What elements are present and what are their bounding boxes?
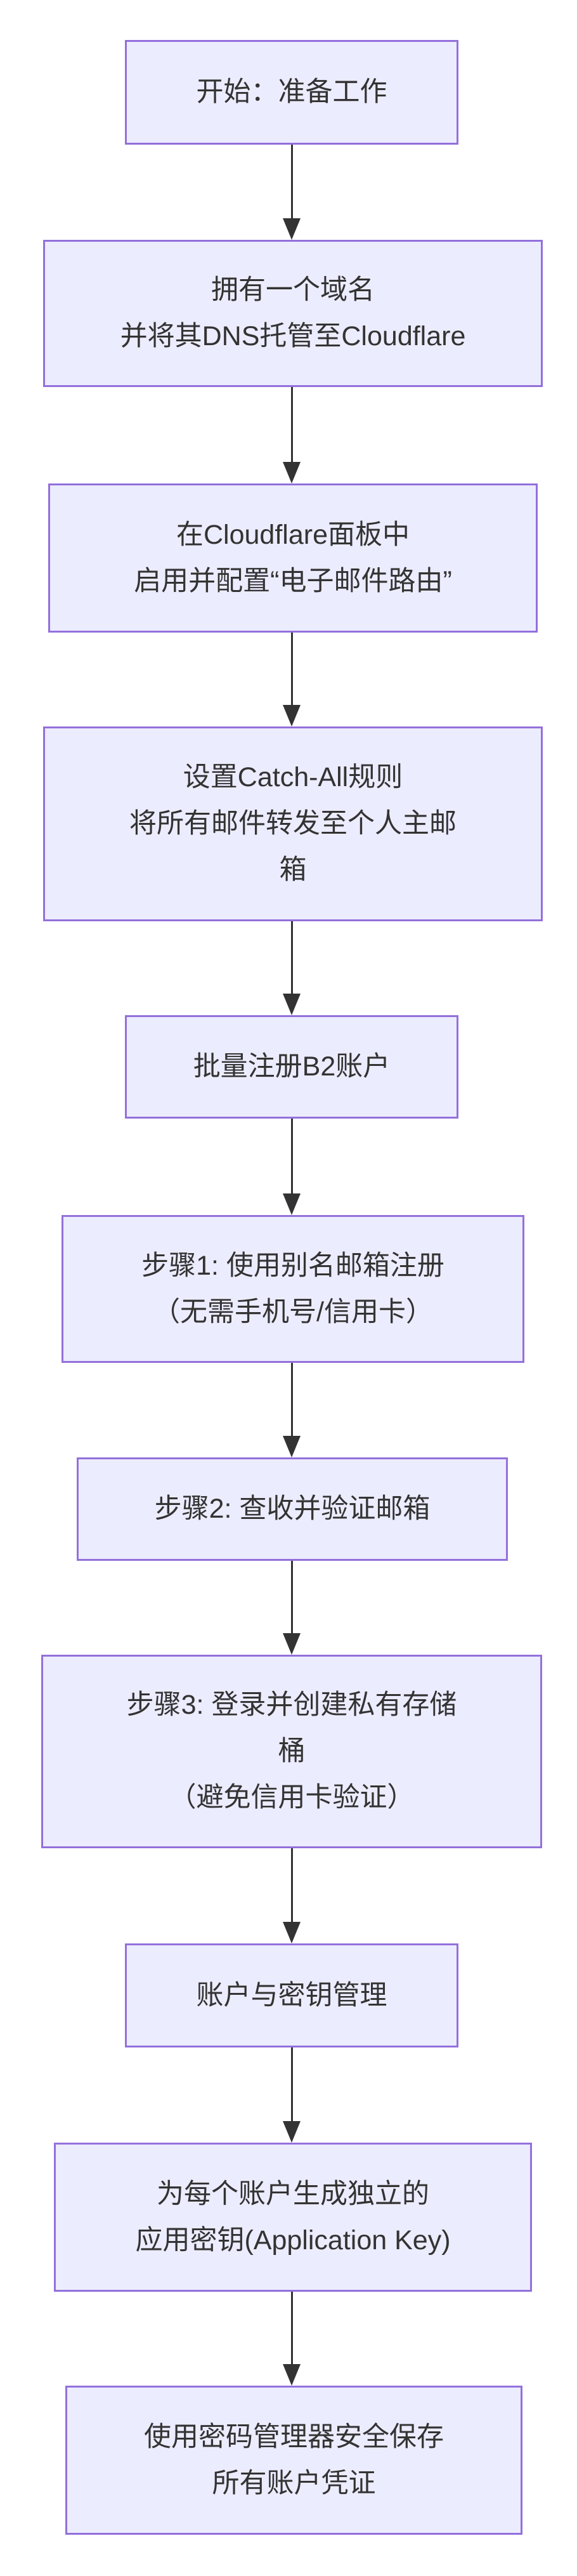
arrowhead-icon bbox=[283, 1193, 301, 1215]
arrow-shaft bbox=[290, 633, 293, 705]
arrowhead-icon bbox=[283, 1633, 301, 1655]
arrow-shaft bbox=[290, 2292, 293, 2364]
arrow-down-icon bbox=[282, 1561, 301, 1655]
arrow-down-icon bbox=[282, 921, 301, 1015]
node-text-line: 设置Catch-All规则 bbox=[183, 762, 403, 792]
node-text-line: 步骤3: 登录并创建私有存储 bbox=[126, 1690, 457, 1720]
node-text-line: 将所有邮件转发至个人主邮 bbox=[129, 808, 457, 839]
node-text-line: 启用并配置“电子邮件路由” bbox=[134, 565, 452, 596]
node-text-line: （避免信用卡验证） bbox=[169, 1782, 415, 1813]
node-text-line: 所有账户凭证 bbox=[212, 2468, 376, 2499]
arrow-down-icon bbox=[282, 1119, 301, 1215]
arrow-shaft bbox=[290, 387, 293, 462]
arrow-down-icon bbox=[282, 1848, 301, 1943]
node-text-line: （无需手机号/信用卡） bbox=[153, 1296, 433, 1327]
flow-node-generate-app-keys: 为每个账户生成独立的 应用密钥(Application Key) bbox=[54, 2143, 532, 2292]
flow-node-email-routing: 在Cloudflare面板中 启用并配置“电子邮件路由” bbox=[48, 483, 538, 633]
node-text-line: 并将其DNS托管至Cloudflare bbox=[120, 321, 466, 352]
arrowhead-icon bbox=[283, 462, 301, 483]
arrowhead-icon bbox=[283, 2364, 301, 2386]
node-text-line: 批量注册B2账户 bbox=[193, 1051, 391, 1082]
node-text-line: 账户与密钥管理 bbox=[196, 1980, 387, 2011]
flow-node-step3-create-bucket: 步骤3: 登录并创建私有存储 桶 （避免信用卡验证） bbox=[41, 1655, 542, 1848]
arrow-down-icon bbox=[282, 1363, 301, 1457]
arrow-shaft bbox=[290, 2047, 293, 2121]
node-text-line: 拥有一个域名 bbox=[211, 275, 375, 305]
arrow-shaft bbox=[290, 921, 293, 994]
flow-node-start: 开始：准备工作 bbox=[125, 40, 458, 145]
flow-node-domain-dns: 拥有一个域名 并将其DNS托管至Cloudflare bbox=[43, 240, 543, 387]
flow-node-step2-verify-email: 步骤2: 查收并验证邮箱 bbox=[77, 1457, 508, 1561]
node-text-line: 为每个账户生成独立的 bbox=[157, 2178, 429, 2209]
flow-node-account-key-management: 账户与密钥管理 bbox=[125, 1943, 458, 2047]
arrow-shaft bbox=[290, 1848, 293, 1922]
flow-node-batch-register: 批量注册B2账户 bbox=[125, 1015, 458, 1119]
node-text-line: 使用密码管理器安全保存 bbox=[144, 2421, 444, 2452]
node-text-line: 在Cloudflare面板中 bbox=[176, 519, 410, 550]
node-text-line: 应用密钥(Application Key) bbox=[135, 2224, 451, 2256]
arrowhead-icon bbox=[283, 218, 301, 240]
arrow-shaft bbox=[290, 1363, 293, 1436]
flow-node-catch-all: 设置Catch-All规则 将所有邮件转发至个人主邮 箱 bbox=[43, 726, 543, 921]
node-text-line: 开始：准备工作 bbox=[196, 77, 387, 107]
node-text-line: 步骤2: 查收并验证邮箱 bbox=[154, 1494, 431, 1524]
arrow-down-icon bbox=[282, 633, 301, 726]
arrowhead-icon bbox=[283, 705, 301, 726]
arrowhead-icon bbox=[283, 1436, 301, 1457]
arrow-shaft bbox=[290, 145, 293, 218]
arrowhead-icon bbox=[283, 2121, 301, 2143]
arrow-down-icon bbox=[282, 145, 301, 240]
arrow-down-icon bbox=[282, 387, 301, 483]
arrowhead-icon bbox=[283, 994, 301, 1015]
flow-node-password-manager: 使用密码管理器安全保存 所有账户凭证 bbox=[65, 2386, 522, 2535]
node-text-line: 箱 bbox=[279, 855, 307, 885]
arrow-down-icon bbox=[282, 2292, 301, 2386]
arrowhead-icon bbox=[283, 1922, 301, 1943]
arrow-shaft bbox=[290, 1119, 293, 1193]
node-text-line: 步骤1: 使用别名邮箱注册 bbox=[141, 1250, 444, 1281]
arrow-shaft bbox=[290, 1561, 293, 1633]
flow-node-step1-alias-signup: 步骤1: 使用别名邮箱注册 （无需手机号/信用卡） bbox=[62, 1215, 524, 1363]
arrow-down-icon bbox=[282, 2047, 301, 2143]
node-text-line: 桶 bbox=[278, 1736, 306, 1766]
